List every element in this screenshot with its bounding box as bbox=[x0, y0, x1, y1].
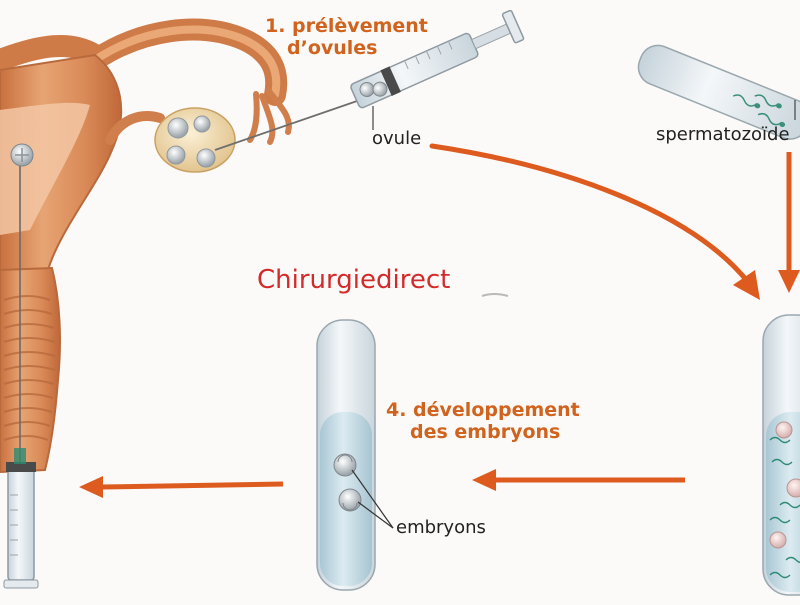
arrow-head-transfer bbox=[79, 476, 103, 498]
embryo-tube-icon bbox=[316, 319, 394, 591]
fertilization-tube-icon bbox=[762, 314, 800, 596]
ovule-label: ovule bbox=[372, 128, 422, 149]
process-arrows bbox=[79, 143, 800, 498]
arrow-head-embryo bbox=[472, 469, 496, 491]
arrow-to-transfer bbox=[101, 481, 284, 490]
arrow-to-fertilization bbox=[429, 143, 751, 285]
step1-title: 1. prélèvement d’ovules bbox=[265, 15, 428, 60]
syringe-retrieval-icon bbox=[214, 9, 525, 151]
spermatozoides-label: spermatozoïde bbox=[656, 124, 790, 145]
transfer-syringe-icon bbox=[3, 448, 39, 589]
step4-line2: des embryons bbox=[410, 420, 561, 443]
sperm-tube-icon bbox=[637, 44, 800, 140]
smudge-mark bbox=[481, 293, 509, 297]
uterus-illustration bbox=[0, 18, 292, 474]
step1-line1: 1. prélèvement bbox=[265, 15, 428, 37]
embryons-label: embryons bbox=[396, 517, 486, 538]
step1-line2: d’ovules bbox=[287, 36, 378, 59]
step4-line1: 4. développement bbox=[386, 399, 580, 421]
step4-title: 4. développement des embryons bbox=[386, 399, 580, 444]
arrow-head-sperm bbox=[778, 270, 800, 293]
watermark-text: Chirurgiedirect bbox=[257, 265, 451, 295]
arrow-head-fertilization bbox=[733, 270, 760, 300]
